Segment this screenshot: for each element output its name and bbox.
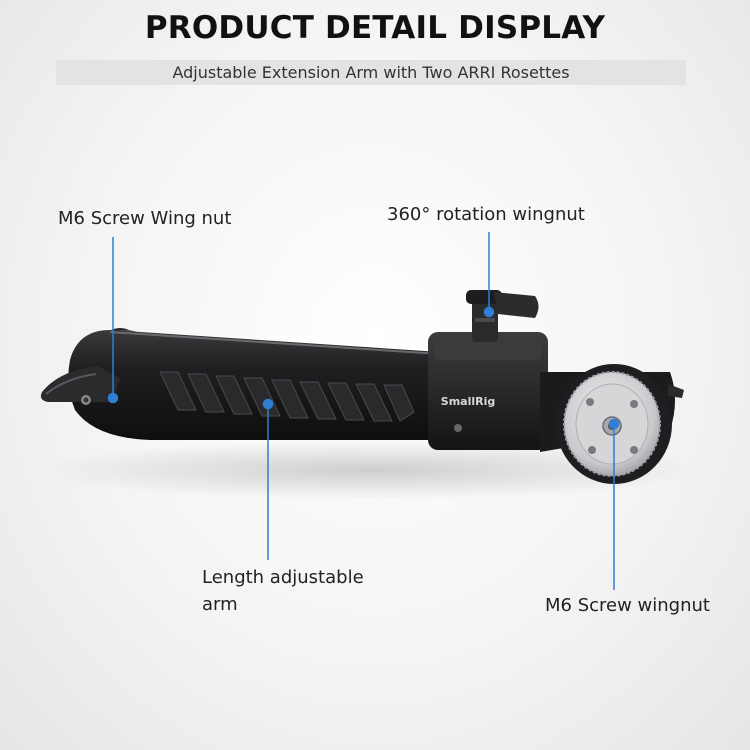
callout-wing-nut: M6 Screw Wing nut: [58, 208, 232, 229]
grip-slots: [159, 371, 415, 422]
clamp-block: SmallRig: [428, 332, 548, 450]
callout-rotation-wingnut: 360° rotation wingnut: [387, 204, 585, 225]
brand-logo: SmallRig: [441, 395, 495, 408]
page-title: PRODUCT DETAIL DISPLAY: [144, 10, 606, 46]
callout-m6-wingnut: M6 Screw wingnut: [545, 595, 710, 616]
left-wing-nut-icon: [40, 366, 120, 405]
subtitle: Adjustable Extension Arm with Two ARRI R…: [56, 60, 686, 85]
callout-length-arm: Length adjustable arm: [202, 567, 364, 615]
